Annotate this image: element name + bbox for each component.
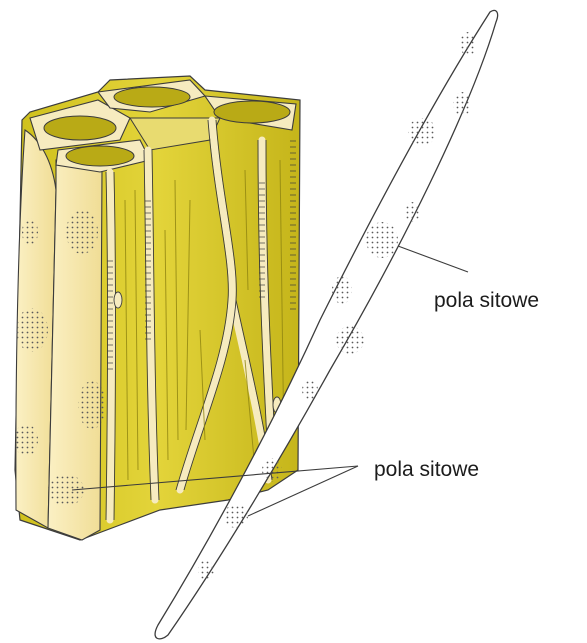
companion-cell-nucleus (114, 292, 122, 308)
leader-line-upper (398, 246, 468, 272)
label-pola-sitowe-upper: pola sitowe (434, 289, 539, 312)
label-pola-sitowe-lower: pola sitowe (374, 458, 479, 481)
